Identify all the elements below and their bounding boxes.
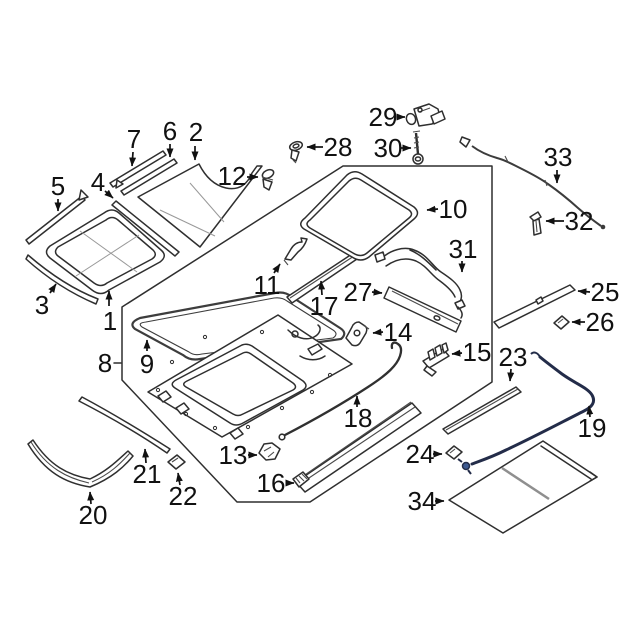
callout-label-18: 18 xyxy=(344,403,373,433)
callout-label-26: 26 xyxy=(586,307,615,337)
callout-label-20: 20 xyxy=(79,500,108,530)
part-18-drain-tube-front xyxy=(278,341,403,441)
part-6-molding-strip xyxy=(120,158,178,196)
callout-label-30: 30 xyxy=(374,133,403,163)
callout-label-25: 25 xyxy=(591,277,620,307)
sunroof-frame-assembly xyxy=(147,314,353,440)
callout-label-5: 5 xyxy=(51,171,65,201)
callout-label-12: 12 xyxy=(218,161,247,191)
callout-label-8: 8 xyxy=(98,348,112,378)
callout-label-6: 6 xyxy=(163,116,177,146)
part-22-clip xyxy=(167,454,186,470)
part-27-reinforcement-strip xyxy=(383,286,462,333)
part-30-bolt xyxy=(412,130,424,165)
callout-label-29: 29 xyxy=(369,102,398,132)
part-10-sunroof-glass xyxy=(300,171,419,261)
part-34-sunshade xyxy=(448,440,598,534)
callout-label-28: 28 xyxy=(324,132,353,162)
callout-label-22: 22 xyxy=(169,481,198,511)
part-23-molding-strip xyxy=(442,386,522,435)
callout-label-15: 15 xyxy=(463,337,492,367)
callout-label-16: 16 xyxy=(257,468,286,498)
part-9-glass-seal xyxy=(131,291,346,361)
callout-arrows xyxy=(48,113,594,505)
part-14-actuator xyxy=(345,321,370,347)
callout-label-21: 21 xyxy=(133,459,162,489)
callout-label-17: 17 xyxy=(310,291,339,321)
part-16-side-rail xyxy=(292,401,422,493)
callout-label-31: 31 xyxy=(449,234,478,264)
callout-label-2: 2 xyxy=(189,117,203,147)
part-33-drain-cable xyxy=(459,136,606,230)
callout-label-34: 34 xyxy=(408,486,437,516)
callout-labels: 1 2 3 4 5 6 7 8 9 10 11 12 13 14 15 16 1… xyxy=(35,102,620,530)
callout-label-27: 27 xyxy=(344,277,373,307)
callout-label-23: 23 xyxy=(499,342,528,372)
callout-label-14: 14 xyxy=(384,317,413,347)
callout-label-13: 13 xyxy=(219,440,248,470)
callout-label-19: 19 xyxy=(578,413,607,443)
part-12-push-pin xyxy=(261,168,275,191)
assembly-boundary-outline xyxy=(113,165,493,503)
callout-label-10: 10 xyxy=(439,194,468,224)
part-3-front-molding xyxy=(25,254,99,305)
part-15-guide-bracket xyxy=(422,342,450,377)
part-2-roof-panel xyxy=(137,163,263,248)
part-31-wiring-harness xyxy=(374,247,466,319)
callout-label-1: 1 xyxy=(103,306,117,336)
part-20-corner-molding xyxy=(27,439,134,488)
part-5-molding-strip xyxy=(25,189,89,245)
part-32-bracket xyxy=(529,211,542,236)
part-4-molding-strip xyxy=(111,200,180,257)
part-13-clip xyxy=(258,442,281,461)
callout-label-32: 32 xyxy=(565,206,594,236)
part-26-clip xyxy=(553,315,570,330)
callout-label-11: 11 xyxy=(254,270,281,300)
part-25-molding-strip xyxy=(493,284,576,329)
callout-label-33: 33 xyxy=(544,142,573,172)
part-11-bracket xyxy=(283,237,308,266)
part-29-motor xyxy=(405,103,446,127)
part-24-clip xyxy=(445,445,463,460)
part-7-molding-strip xyxy=(109,150,167,189)
sunshade-divider-line xyxy=(501,466,550,501)
part-28-push-pin xyxy=(288,140,304,164)
callout-label-3: 3 xyxy=(35,290,49,320)
callout-label-7: 7 xyxy=(127,124,141,154)
callout-label-24: 24 xyxy=(406,439,435,469)
callout-label-9: 9 xyxy=(140,349,154,379)
part-1-roof-opening-panel xyxy=(45,209,165,295)
part-19-connector xyxy=(461,461,471,471)
callout-label-4: 4 xyxy=(91,167,105,197)
part-21-molding-strip xyxy=(78,396,171,454)
